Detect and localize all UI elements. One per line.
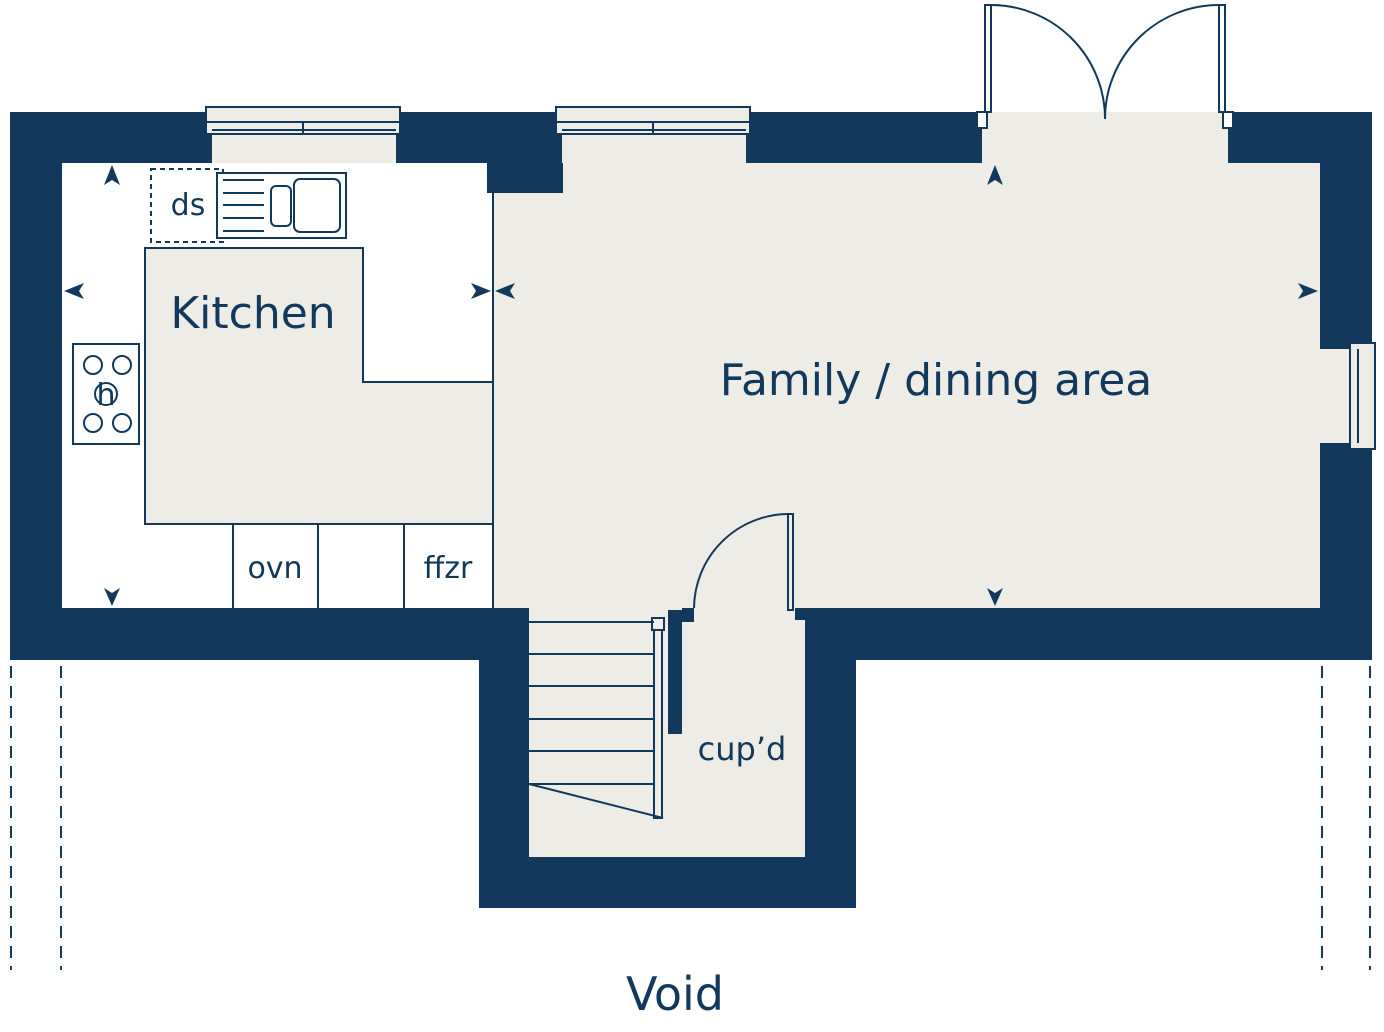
kitchen-label: Kitchen: [170, 288, 335, 339]
cupboard-door: [693, 513, 794, 611]
family-floor: [493, 163, 1320, 608]
window-top-left: [205, 106, 401, 163]
dishwasher-label: ds: [171, 188, 206, 223]
stair-floor: [529, 600, 805, 857]
sink: [150, 168, 347, 243]
window-top-middle: [555, 106, 751, 163]
wall-stub: [487, 163, 563, 193]
oven-label: ovn: [247, 551, 302, 586]
fridge-freezer-label: ffzr: [424, 551, 473, 586]
partition-wall: [668, 610, 682, 734]
cupboard-label: cup’d: [698, 730, 787, 768]
window-right: [1320, 342, 1376, 450]
void-lines: [10, 666, 1371, 970]
void-label: Void: [626, 967, 724, 1021]
hob-label: h: [96, 378, 115, 413]
family-dining-label: Family / dining area: [720, 355, 1153, 406]
staircase: [528, 617, 665, 819]
dimension-arrows: [64, 165, 1318, 606]
french-doors: [976, 4, 1234, 163]
base-units: [232, 524, 494, 608]
hob: [72, 343, 140, 445]
